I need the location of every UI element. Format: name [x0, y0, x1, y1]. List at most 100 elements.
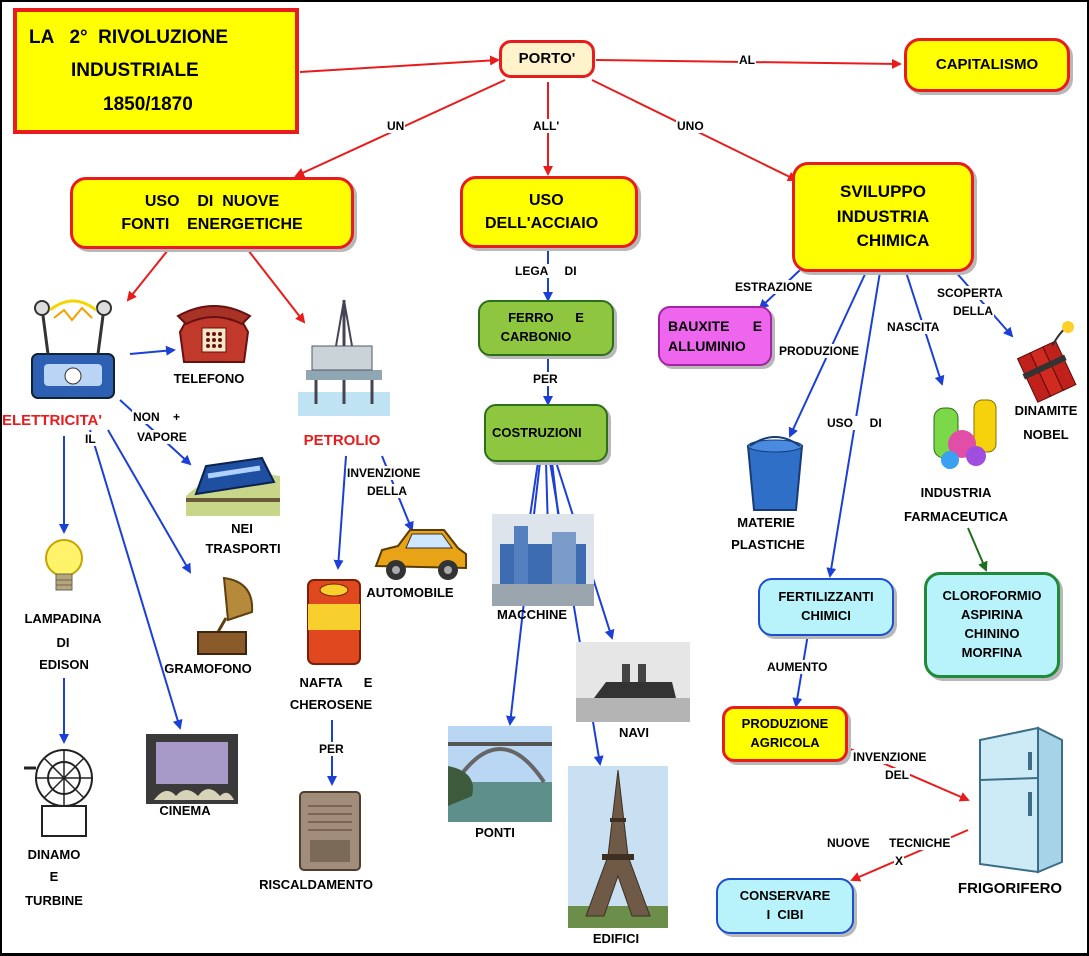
automobile-caption: AUTOMOBILE	[366, 585, 454, 600]
farmaceutica-caption-2: FARMACEUTICA	[904, 509, 1008, 524]
telephone-icon	[176, 305, 252, 363]
telefono-caption: TELEFONO	[173, 371, 245, 386]
bauxite-alluminio-box: BAUXITE E ALLUMINIO	[658, 306, 772, 366]
dynamo-icon	[24, 749, 93, 837]
costruzioni-label: COSTRUZIONI	[492, 424, 582, 440]
dinamo-caption-3: TURBINE	[25, 893, 83, 908]
fertilizzanti-line-2: CHIMICI	[801, 608, 851, 623]
farmaci-line-3: CHININO	[964, 626, 1020, 641]
label-il: IL	[84, 432, 97, 446]
ship-icon	[576, 642, 690, 722]
farmaci-line-1: CLOROFORMIO	[942, 588, 1042, 604]
materie-caption-1: MATERIE	[737, 515, 795, 530]
porto-box: PORTO'	[499, 40, 595, 78]
industria-chimica-box: SVILUPPO INDUSTRIA CHIMICA	[792, 162, 974, 272]
conservare-line-2: I CIBI	[766, 907, 804, 922]
porto-label: PORTO'	[518, 50, 576, 68]
fonti-energetiche-box: USO DI NUOVE FONTI ENERGETICHE	[70, 177, 354, 249]
conservare-cibi-box: CONSERVARE I CIBI	[716, 878, 854, 934]
farmaci-line-4: MORFINA	[961, 644, 1023, 660]
acciaio-line-2: DELL'ACCIAIO	[485, 215, 599, 232]
lampadina-caption-2: DI	[56, 635, 70, 650]
arrow-fonti-elettricita	[126, 249, 169, 302]
arrow-title-porto	[299, 55, 500, 73]
dinamo-caption-2: E	[49, 869, 59, 884]
label-invenzione-1: INVENZIONE	[346, 466, 422, 480]
fonti-line-2: FONTI ENERGETICHE	[121, 216, 303, 233]
bauxite-line-2: ALLUMINIO	[668, 338, 746, 354]
frigorifero-caption: FRIGORIFERO	[957, 880, 1063, 897]
label-vapore: VAPORE	[136, 430, 188, 444]
machinery-icon	[492, 514, 594, 606]
label-uso-di: USO DI	[826, 416, 883, 430]
title-line-1: LA 2° RIVOLUZIONE	[29, 27, 229, 49]
fertilizzanti-line-1: FERTILIZZANTI	[778, 589, 874, 605]
label-aumento: AUMENTO	[766, 660, 829, 674]
label-nascita: NASCITA	[886, 320, 941, 334]
nafta-caption-1: NAFTA E	[299, 675, 373, 690]
label-scoperta: SCOPERTA	[936, 286, 1004, 300]
medicine-icon	[933, 399, 997, 469]
dinamo-caption-1: DINAMO	[27, 847, 81, 862]
label-estrazione: ESTRAZIONE	[734, 280, 814, 294]
train-icon	[186, 456, 280, 516]
fonti-line-1: USO DI NUOVE	[144, 192, 280, 210]
arrow-farmaceutica-farmaci	[967, 527, 988, 572]
ferro-line-2: CARBONIO	[500, 329, 572, 344]
lampadina-caption-3: EDISON	[39, 657, 89, 672]
arrow-elettricita-gramofono	[107, 429, 192, 574]
nafta-caption-2: CHEROSENE	[289, 697, 373, 712]
chimica-line-3: CHIMICA	[856, 231, 930, 251]
oil-platform-icon	[298, 299, 390, 416]
lightbulb-icon	[45, 539, 83, 591]
arrow-petrolio-nafta	[333, 455, 347, 570]
label-nuove: NUOVE	[826, 836, 871, 850]
label-all: ALL'	[532, 119, 561, 133]
chimica-line-1: SVILUPPO	[840, 182, 926, 202]
edifici-caption: EDIFICI	[592, 931, 640, 946]
label-tecniche: TECNICHE	[888, 836, 952, 850]
label-per-1: PER	[532, 372, 559, 386]
dinamite-caption-2: NOBEL	[1023, 427, 1069, 442]
lampadina-caption-1: LAMPADINA	[24, 611, 102, 626]
agricola-line-1: PRODUZIONE	[741, 716, 829, 732]
macchine-caption: MACCHINE	[496, 607, 568, 622]
costruzioni-box: COSTRUZIONI	[484, 404, 608, 462]
gramophone-icon	[197, 576, 254, 655]
title-box: LA 2° RIVOLUZIONE INDUSTRIALE 1850/1870	[13, 8, 299, 134]
dinamite-caption-1: DINAMITE	[1014, 403, 1078, 418]
ferro-carbonio-box: FERRO E CARBONIO	[478, 300, 614, 356]
trasporti-caption-1: NEI	[231, 521, 253, 536]
label-produzione: PRODUZIONE	[778, 344, 861, 358]
label-della-1: DELLA	[952, 304, 994, 318]
bauxite-line-1: BAUXITE E	[668, 317, 763, 334]
dynamite-icon	[1016, 321, 1077, 403]
conservare-line-1: CONSERVARE	[739, 888, 831, 904]
chimica-line-2: INDUSTRIA	[836, 206, 930, 226]
arrow-elettricita-telefono	[129, 345, 176, 356]
farmaceutica-caption-1: INDUSTRIA	[920, 485, 992, 500]
petrolio-caption: PETROLIO	[303, 432, 381, 449]
cinema-caption: CINEMA	[159, 803, 211, 818]
trasporti-caption-2: TRASPORTI	[205, 541, 281, 556]
gramofono-caption: GRAMOFONO	[164, 661, 252, 676]
label-del: DEL	[884, 768, 910, 782]
capitalismo-box: CAPITALISMO	[904, 38, 1070, 92]
label-lega-di: LEGA DI	[514, 264, 578, 278]
uso-acciaio-box: USO DELL'ACCIAIO	[460, 176, 638, 248]
label-non-plus: NON +	[132, 410, 182, 424]
acciaio-line-1: USO	[529, 191, 564, 209]
refrigerator-icon	[979, 726, 1063, 874]
label-al: AL	[738, 53, 756, 67]
label-per-2: PER	[318, 742, 345, 756]
heater-icon	[299, 791, 361, 871]
produzione-agricola-box: PRODUZIONE AGRICOLA	[722, 706, 848, 762]
materie-caption-2: PLASTICHE	[731, 537, 805, 552]
label-un: UN	[386, 119, 406, 133]
farmaci-box: CLOROFORMIO ASPIRINA CHININO MORFINA	[924, 572, 1060, 678]
riscaldamento-caption: RISCALDAMENTO	[259, 877, 373, 892]
label-della-2: DELLA	[366, 484, 408, 498]
oil-can-icon	[307, 579, 361, 665]
label-invenzione-2: INVENZIONE	[852, 750, 928, 764]
car-icon	[374, 529, 467, 580]
